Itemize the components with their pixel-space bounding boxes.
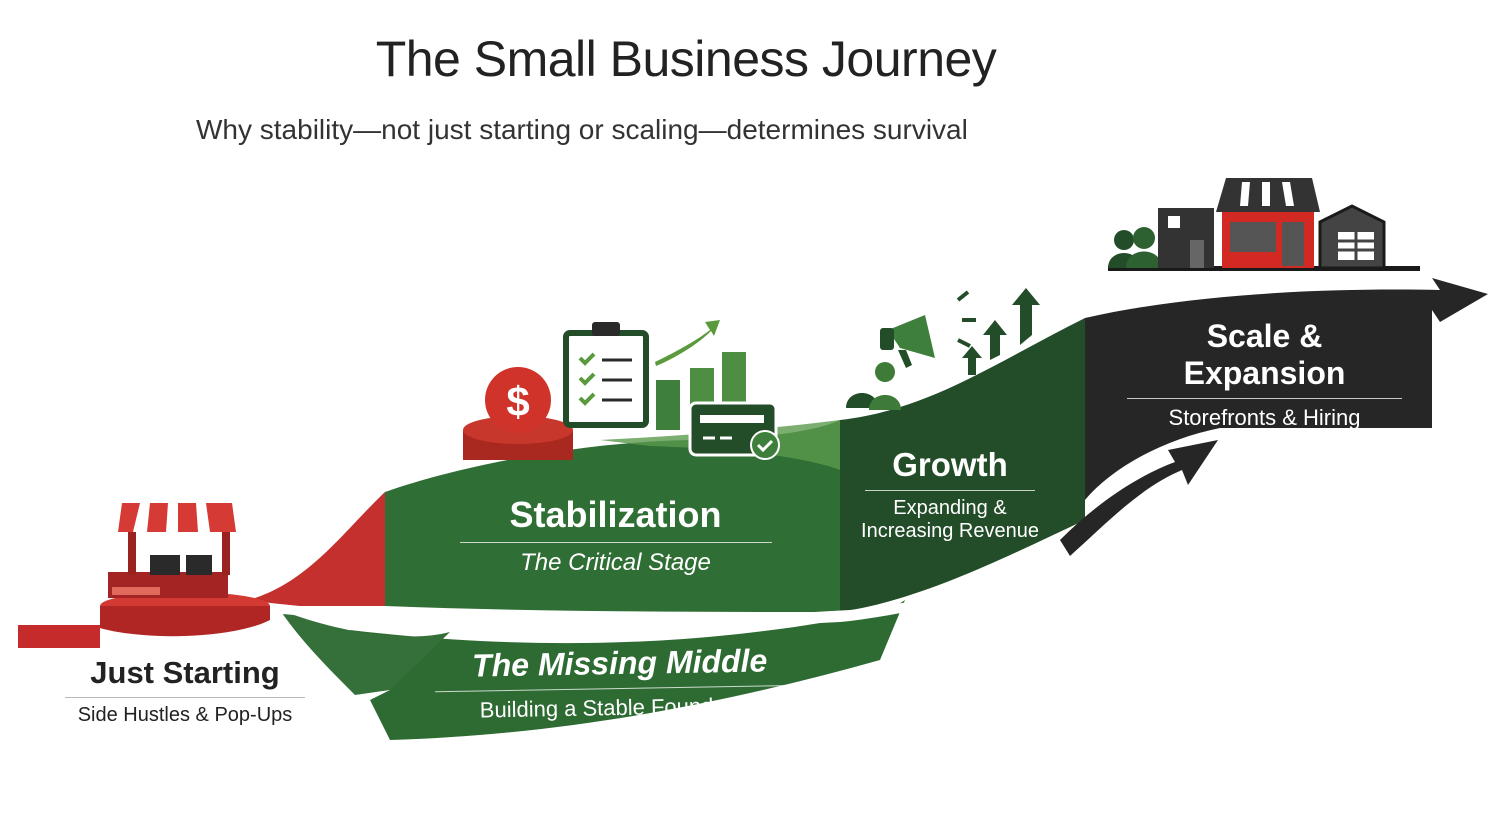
page-subtitle: Why stability—not just starting or scali…: [196, 114, 968, 145]
missing-middle-label: The Missing Middle Building a Stable Fou…: [429, 642, 810, 725]
divider: [435, 684, 806, 693]
growth-bar-chart-icon: [655, 320, 746, 430]
divider: [865, 490, 1035, 491]
growth-arrow: [1060, 440, 1218, 556]
growth-block: [840, 318, 1085, 612]
stage-subtitle: The Critical Stage: [520, 549, 711, 576]
stage-just-starting: Just Starting Side Hustles & Pop-Ups: [60, 655, 310, 727]
stage-subtitle: Storefronts & Hiring: [1168, 405, 1361, 430]
scale-block: [1085, 278, 1488, 500]
stabilization-block: [385, 420, 840, 612]
storefront-buildings-icon: [1108, 178, 1420, 271]
just-starting-wedge: [255, 492, 385, 606]
megaphone-icon: [880, 290, 976, 368]
stage-growth: Growth Expanding & Increasing Revenue: [855, 446, 1045, 543]
checklist-clipboard-icon: [563, 322, 649, 428]
divider: [1127, 398, 1402, 399]
stage-title: Growth: [892, 446, 1008, 483]
stage-title: Stabilization: [509, 494, 722, 535]
divider: [65, 697, 305, 698]
dollar-coin-icon: $: [463, 367, 573, 460]
stage-scale: Scale & Expansion Storefronts & Hiring: [1122, 318, 1407, 431]
market-stand-icon: [18, 503, 270, 648]
stage-subtitle: Side Hustles & Pop-Ups: [77, 704, 293, 726]
credit-card-icon: [688, 401, 780, 460]
banner-title: The Missing Middle: [471, 642, 768, 684]
up-arrows-icon: [962, 288, 1040, 375]
stage-subtitle-line1: Expanding &: [893, 497, 1007, 519]
page-title: The Small Business Journey: [375, 31, 997, 87]
divider: [459, 542, 772, 543]
stage-title: Just Starting: [90, 655, 280, 690]
people-icon: [846, 362, 901, 410]
svg-text:$: $: [506, 378, 529, 425]
stage-title: Scale & Expansion: [1183, 318, 1346, 391]
missing-middle-banner: [350, 600, 905, 740]
stage-stabilization: Stabilization The Critical Stage: [458, 494, 773, 577]
stage-subtitle-line2: Increasing Revenue: [861, 520, 1039, 542]
